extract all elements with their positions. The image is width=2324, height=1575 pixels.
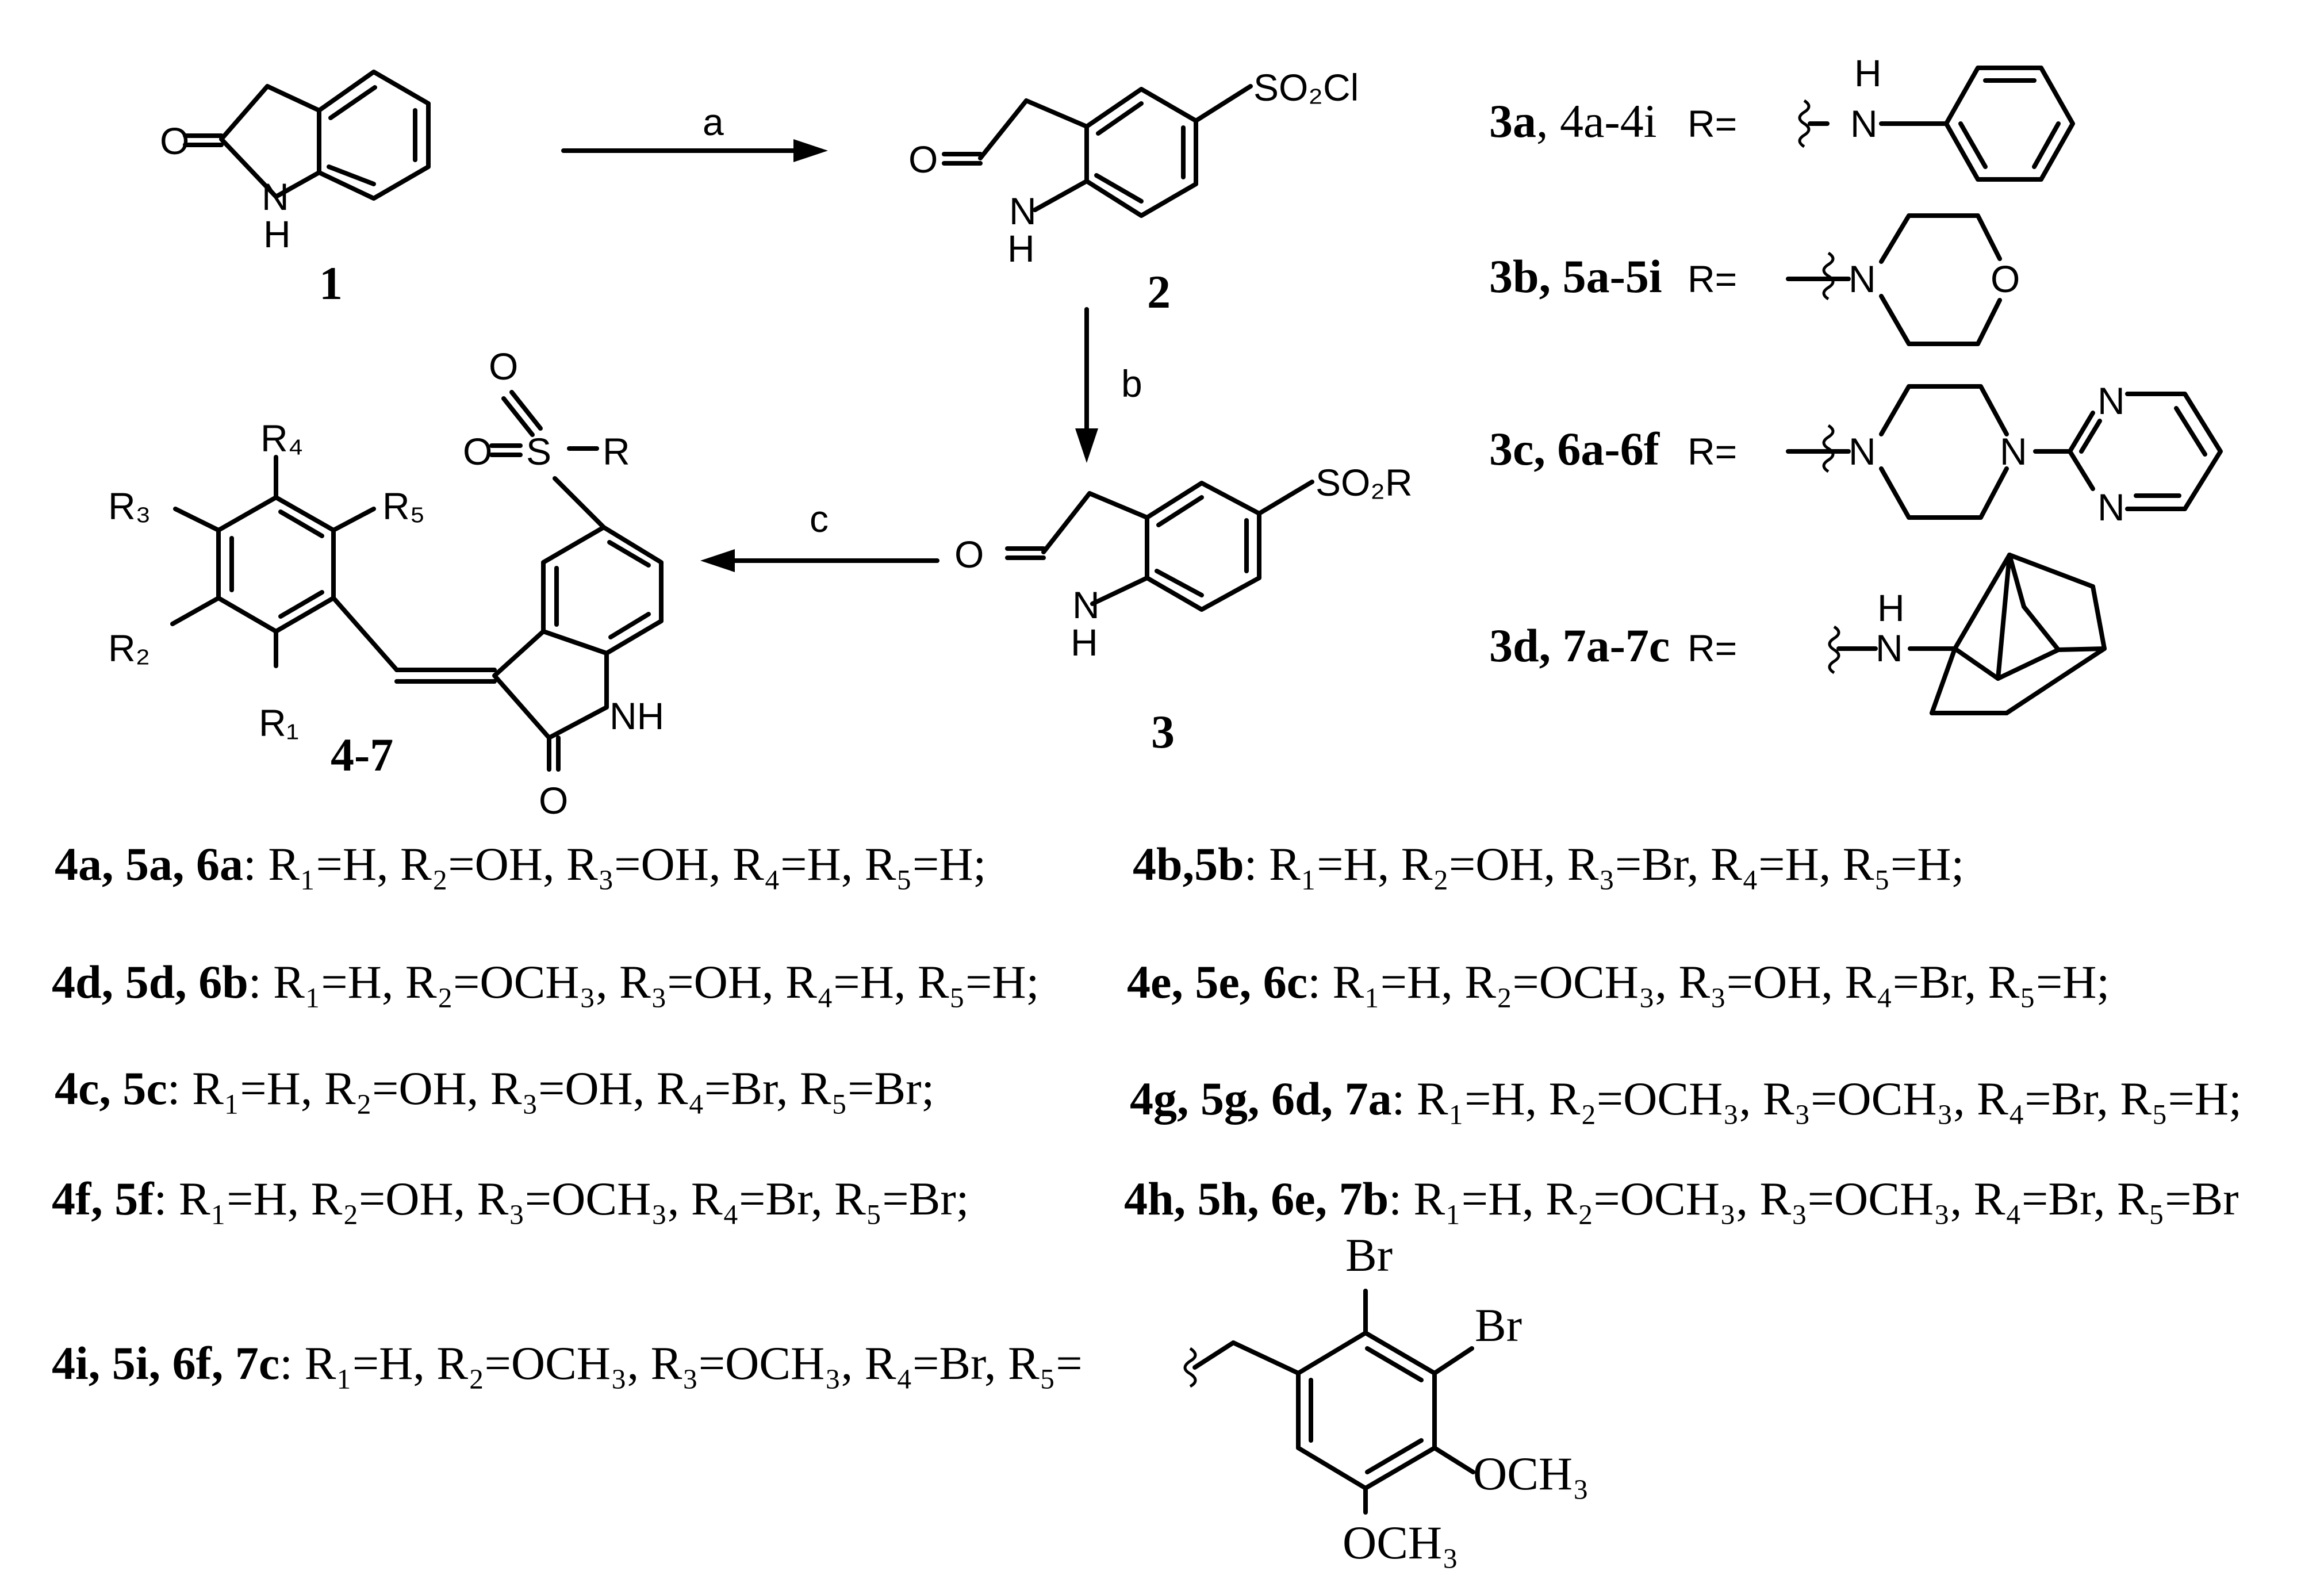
attachment-wavy-icon	[1822, 251, 1835, 301]
r-group-3b-id: 3b, 5a-5i	[1489, 250, 1662, 302]
compound-1-O: O	[160, 120, 189, 162]
compound-3-N: N	[1072, 584, 1100, 626]
product-carbonyl-O: O	[539, 779, 568, 822]
compound-2-H: H	[1007, 227, 1035, 270]
product-structure: O O S R NH O R₄ R₅ R₃ R₂ R₁	[108, 345, 664, 822]
compound-2-N: N	[1009, 190, 1037, 232]
substituent-row-4b: 4b,5b: R₁=H, R₂=OH, R₃=Br, R₄=H, R₅=H;	[1133, 838, 1964, 890]
substituent-row-4d: 4d, 5d, 6b: R₁=H, R₂=OCH₃, R₃=OH, R₄=H, …	[52, 956, 1039, 1008]
r-group-3d-id: 3d, 7a-7c	[1489, 619, 1670, 672]
r-group-3a-N: N	[1850, 102, 1878, 145]
r-group-3a-rest: , 4a-4i	[1536, 95, 1656, 147]
r-group-3c-N4: N	[2097, 486, 2125, 528]
r5-benzyl-structure: Br Br OCH₃ OCH₃	[1183, 1229, 1589, 1569]
compound-2-O: O	[908, 138, 938, 181]
compound-2-structure: O N H SO₂Cl	[908, 66, 1359, 270]
arrow-c-head	[700, 549, 735, 572]
r-group-3c-id: 3c, 6a-6f	[1489, 423, 1660, 475]
reagent-c: c	[810, 497, 829, 540]
r-group-3a-id: 3a	[1489, 95, 1536, 147]
product-R1: R₁	[259, 702, 299, 744]
arrow-b-head	[1075, 428, 1098, 463]
substituent-row-4i: 4i, 5i, 6f, 7c: R₁=H, R₂=OCH₃, R₃=OCH₃, …	[52, 1337, 1083, 1389]
r-group-3a-H: H	[1854, 52, 1882, 94]
r-group-3c-N3: N	[2097, 380, 2125, 422]
r-group-3c-N1: N	[1849, 430, 1876, 473]
r-group-3d-N: N	[1876, 627, 1903, 669]
r-group-3a-phenyl	[1944, 66, 2075, 182]
r-group-3b-eq: R=	[1688, 258, 1737, 300]
product-sulfonyl-S: S	[526, 430, 551, 473]
product-label: 4-7	[331, 729, 393, 781]
attachment-wavy-icon	[1828, 625, 1840, 675]
compound-3-structure: O N H SO₂R	[954, 461, 1413, 664]
product-R5: R₅	[382, 485, 425, 527]
compound-3-label: 3	[1151, 706, 1175, 758]
substituent-row-4g: 4g, 5g, 6d, 7a: R₁=H, R₂=OCH₃, R₃=OCH₃, …	[1130, 1072, 2242, 1125]
compound-3-O: O	[954, 533, 984, 576]
reagent-a: a	[703, 101, 724, 143]
compound-2-SO2Cl: SO₂Cl	[1253, 66, 1359, 109]
substituent-row-4e: 4e, 5e, 6c: R₁=H, R₂=OCH₃, R₃=OH, R₄=Br,…	[1127, 956, 2110, 1008]
compound-1-H: H	[263, 213, 291, 255]
substituent-row-4h: 4h, 5h, 6e, 7b: R₁=H, R₂=OCH₃, R₃=OCH₃, …	[1124, 1172, 2239, 1225]
compound-1-label: 1	[319, 257, 343, 309]
r-group-3c: 3c, 6a-6f R= N N N N	[1489, 380, 2223, 528]
product-sulfonyl-R: R	[603, 430, 630, 473]
r5-benzyl-OCH3-right: OCH₃	[1473, 1447, 1589, 1500]
product-sulfonyl-O-top: O	[489, 345, 518, 388]
svg-text:3a, 4a-4i: 3a, 4a-4i	[1489, 95, 1656, 147]
product-R2: R₂	[108, 627, 150, 669]
r-group-3a: 3a, 4a-4i R= H N	[1489, 52, 2075, 182]
product-R3: R₃	[108, 485, 151, 527]
r-group-3c-eq: R=	[1688, 430, 1737, 473]
compound-2-label: 2	[1147, 266, 1171, 318]
r5-benzyl-OCH3-bottom: OCH₃	[1343, 1516, 1459, 1569]
r-group-3b-O: O	[1991, 258, 2020, 300]
compound-1-structure: O N H	[160, 70, 431, 255]
r-group-3d-H: H	[1877, 587, 1905, 629]
product-NH: NH	[609, 695, 664, 737]
r-group-3d-adamantane	[1930, 553, 2107, 715]
substituent-row-4c: 4c, 5c: R₁=H, R₂=OH, R₃=OH, R₄=Br, R₅=Br…	[55, 1062, 934, 1114]
attachment-wavy-icon	[1183, 1347, 1197, 1388]
compound-3-SO2R: SO₂R	[1316, 461, 1413, 504]
r-group-3d-eq: R=	[1688, 627, 1737, 669]
substituent-table: 4a, 5a, 6a: R₁=H, R₂=OH, R₃=OH, R₄=H, R₅…	[52, 838, 2242, 1389]
r-group-3b: 3b, 5a-5i R= N O	[1489, 213, 2020, 346]
r5-benzyl-Br-top: Br	[1345, 1229, 1393, 1281]
substituent-row-4f: 4f, 5f: R₁=H, R₂=OH, R₃=OCH₃, R₄=Br, R₅=…	[52, 1172, 969, 1225]
arrow-a-head	[793, 139, 828, 162]
r-group-3a-eq: R=	[1688, 102, 1737, 145]
attachment-wavy-icon	[1798, 99, 1811, 148]
substituent-row-4a: 4a, 5a, 6a: R₁=H, R₂=OH, R₃=OH, R₄=H, R₅…	[55, 838, 986, 890]
attachment-wavy-icon	[1822, 424, 1835, 473]
compound-3-H: H	[1071, 621, 1098, 664]
r-group-3d: 3d, 7a-7c R= H N	[1489, 553, 2107, 715]
reagent-b: b	[1121, 362, 1142, 405]
compound-1-N: N	[262, 175, 289, 218]
r5-benzyl-Br-right: Br	[1475, 1299, 1522, 1351]
r-group-3b-N: N	[1849, 258, 1876, 300]
r-group-3c-N2: N	[2000, 430, 2027, 473]
product-sulfonyl-O-left: O	[463, 430, 492, 473]
product-R4: R₄	[260, 417, 304, 459]
